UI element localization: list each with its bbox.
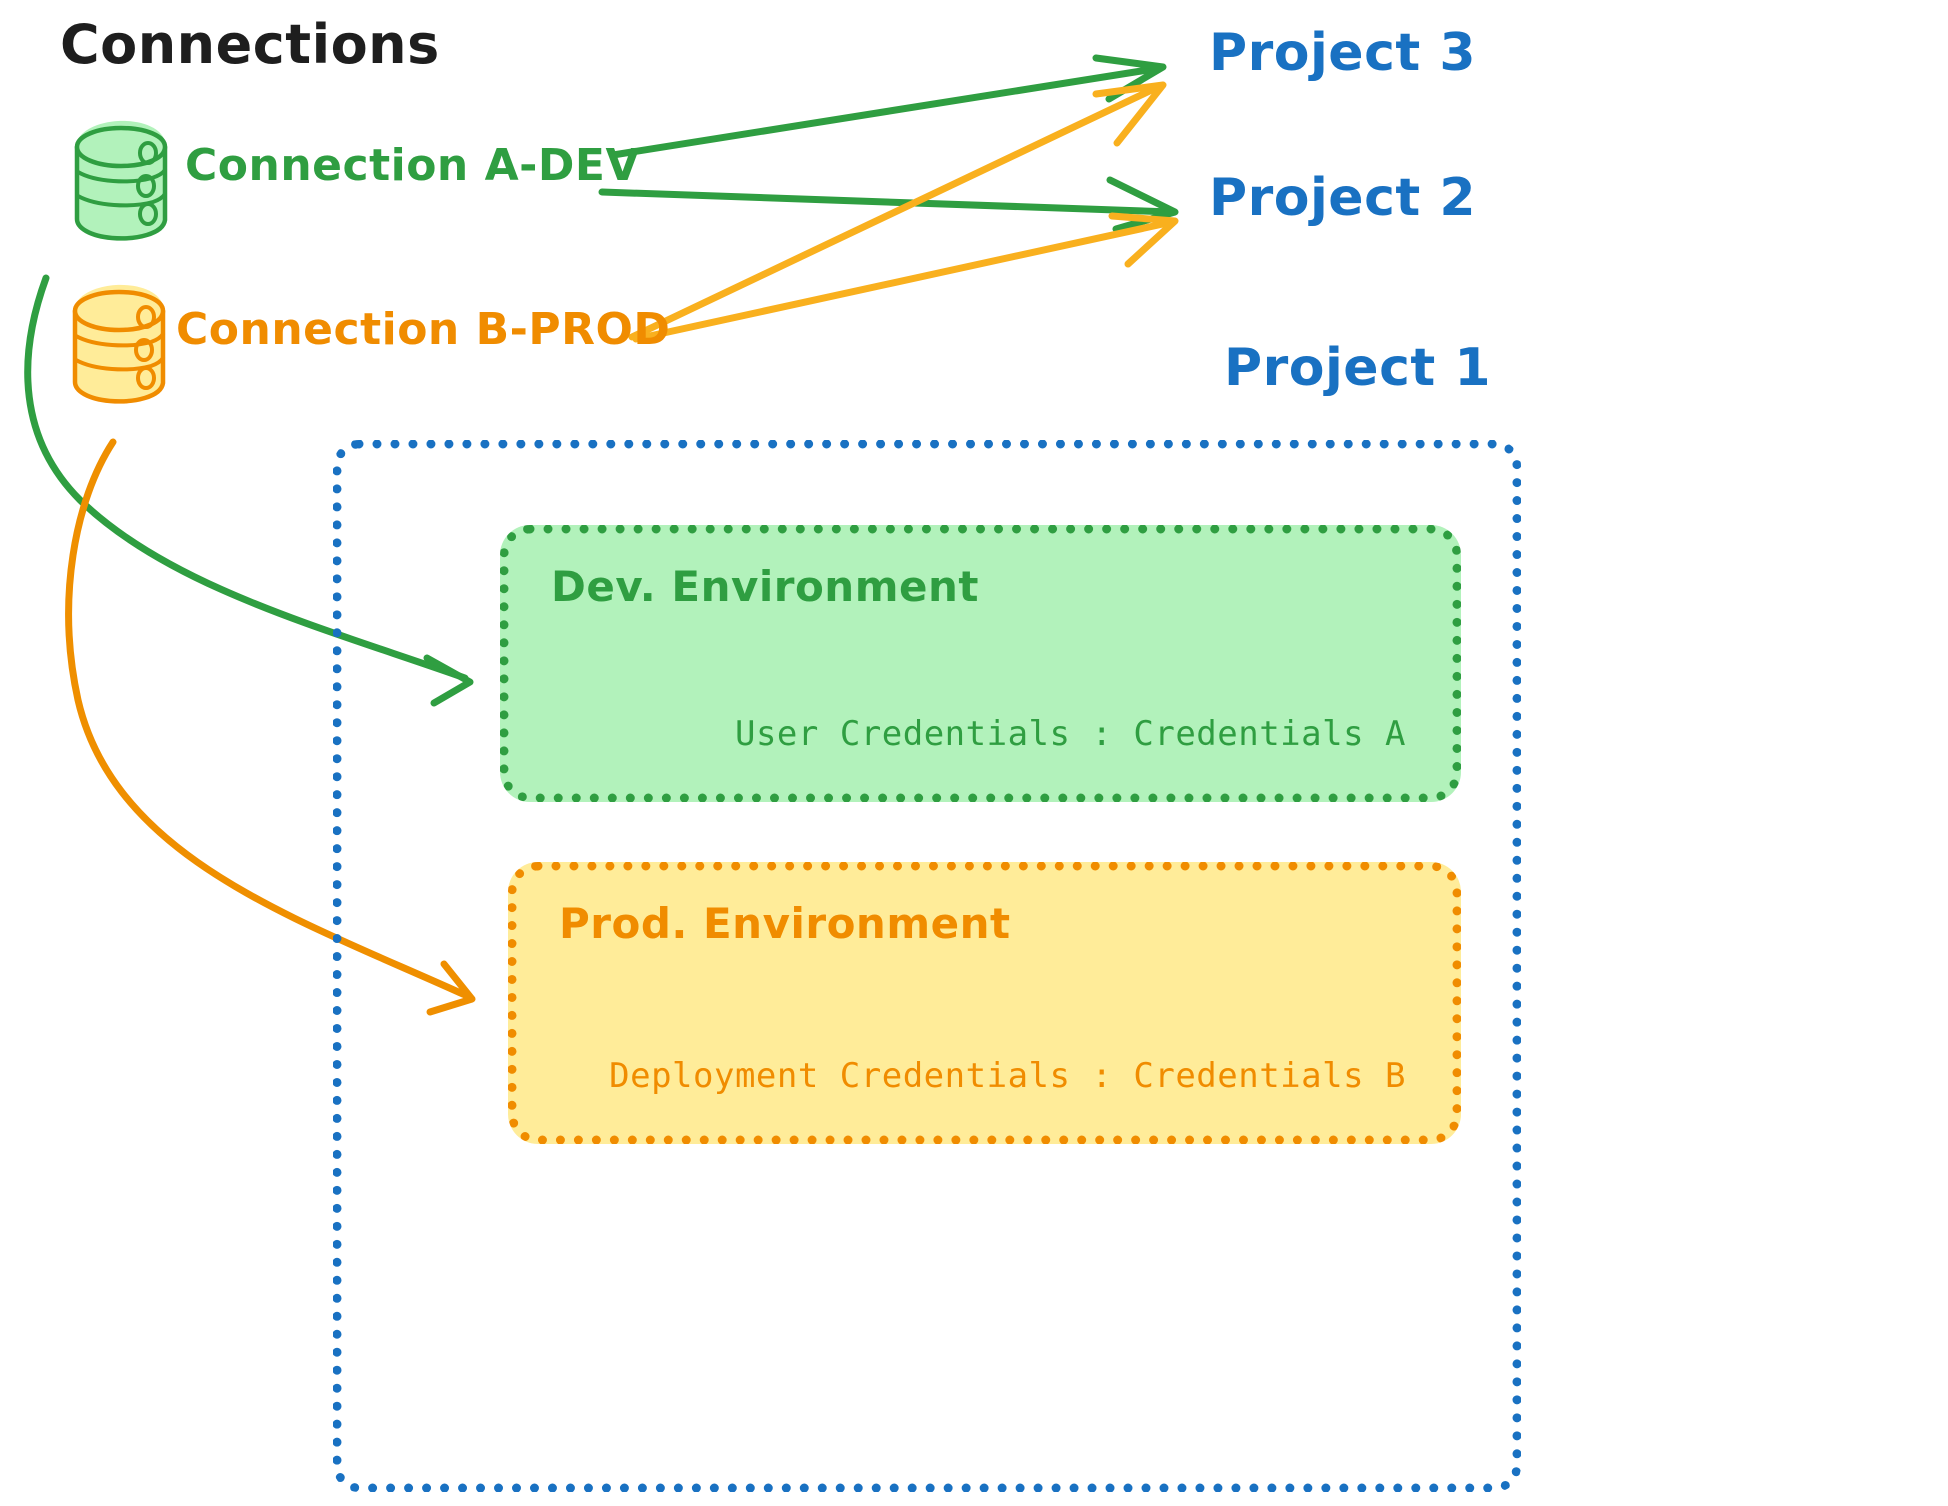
prod-environment-box[interactable]: Prod. Environment Deployment Credentials… [508, 862, 1461, 1144]
edge-conn-a-to-project-2 [598, 176, 1179, 233]
edge-conn-b-to-project-3 [628, 81, 1167, 341]
edge-conn-a-to-dev-environment [24, 274, 474, 707]
page-title: Connections [60, 13, 440, 76]
prod-environment-title: Prod. Environment [559, 899, 1011, 948]
dev-environment-title: Dev. Environment [551, 562, 979, 611]
edge-conn-b-to-project-2 [632, 212, 1179, 343]
database-icon-connection-a [74, 120, 168, 241]
edge-conn-a-to-project-3 [609, 54, 1167, 159]
project-2-label[interactable]: Project 2 [1209, 168, 1477, 228]
project-1-container [333, 440, 1521, 1492]
dev-environment-credentials: User Credentials : Credentials A [734, 714, 1406, 754]
database-icon-connection-b [72, 284, 166, 404]
connection-a-label[interactable]: Connection A-DEV [185, 140, 641, 191]
prod-environment-credentials: Deployment Credentials : Credentials B [609, 1056, 1406, 1096]
connection-b-label[interactable]: Connection B-PROD [176, 304, 671, 355]
project-3-label[interactable]: Project 3 [1209, 23, 1477, 83]
dev-environment-box[interactable]: Dev. Environment User Credentials : Cred… [500, 525, 1461, 802]
project-1-label[interactable]: Project 1 [1224, 338, 1492, 398]
edge-conn-b-to-prod-environment [65, 438, 476, 1016]
